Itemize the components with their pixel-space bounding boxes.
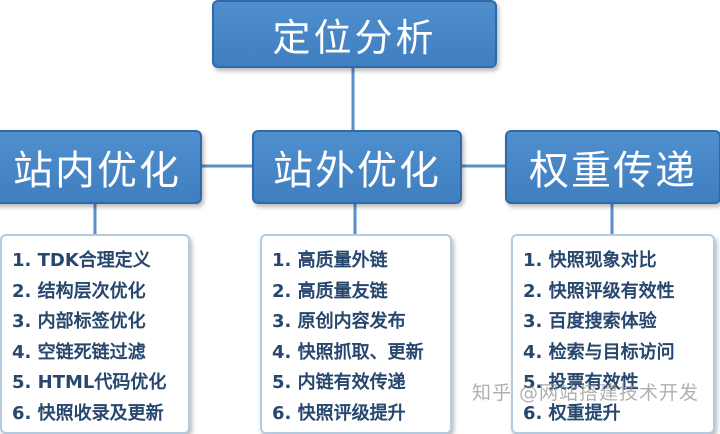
list-item: 4. 检索与目标访问 bbox=[523, 341, 675, 363]
list-item: 4. 快照抓取、更新 bbox=[272, 341, 424, 363]
onsite-items-list: 1. TDK合理定义 2. 结构层次优化 3. 内部标签优化 4. 空链死链过滤… bbox=[12, 246, 188, 429]
list-item: 6. 快照收录及更新 bbox=[12, 402, 164, 424]
list-item: 6. 快照评级提升 bbox=[272, 402, 406, 424]
onsite-items-box: 1. TDK合理定义 2. 结构层次优化 3. 内部标签优化 4. 空链死链过滤… bbox=[0, 234, 190, 434]
list-item: 3. 内部标签优化 bbox=[12, 311, 146, 332]
list-item: 3. 原创内容发布 bbox=[272, 311, 406, 332]
branch-node-label: 权重传递 bbox=[529, 148, 697, 194]
branch-node-offsite: 站外优化 bbox=[252, 130, 462, 204]
offsite-items-box: 1. 高质量外链 2. 高质量友链 3. 原创内容发布 4. 快照抓取、更新 5… bbox=[260, 234, 452, 434]
list-item: 1. 快照现象对比 bbox=[523, 250, 657, 271]
list-item: 6. 权重提升 bbox=[523, 402, 621, 424]
weight-items-list: 1. 快照现象对比 2. 快照评级有效性 3. 百度搜索体验 4. 检索与目标访… bbox=[523, 246, 713, 429]
branch-node-label: 站内优化 bbox=[13, 148, 181, 194]
list-item: 1. TDK合理定义 bbox=[12, 250, 151, 271]
list-item: 5. HTML代码优化 bbox=[12, 372, 167, 393]
branch-node-onsite: 站内优化 bbox=[0, 130, 202, 204]
weight-items-box: 1. 快照现象对比 2. 快照评级有效性 3. 百度搜索体验 4. 检索与目标访… bbox=[511, 234, 715, 434]
watermark-text: 知乎 @网站搭建技术开发 bbox=[472, 382, 700, 404]
offsite-items-list: 1. 高质量外链 2. 高质量友链 3. 原创内容发布 4. 快照抓取、更新 5… bbox=[272, 246, 450, 429]
list-item: 1. 高质量外链 bbox=[272, 250, 388, 271]
branch-node-weight: 权重传递 bbox=[505, 130, 720, 204]
connector-lines bbox=[93, 64, 614, 234]
branch-node-label: 站外优化 bbox=[273, 148, 441, 194]
list-item: 2. 快照评级有效性 bbox=[523, 280, 675, 302]
list-item: 2. 高质量友链 bbox=[272, 280, 388, 302]
list-item: 5. 内链有效传递 bbox=[272, 372, 406, 393]
root-node: 定位分析 bbox=[212, 0, 497, 68]
list-item: 4. 空链死链过滤 bbox=[12, 341, 146, 363]
root-node-label: 定位分析 bbox=[272, 15, 437, 60]
list-item: 5. 投票有效性 bbox=[523, 372, 639, 393]
list-item: 2. 结构层次优化 bbox=[12, 280, 146, 302]
list-item: 3. 百度搜索体验 bbox=[523, 311, 657, 332]
